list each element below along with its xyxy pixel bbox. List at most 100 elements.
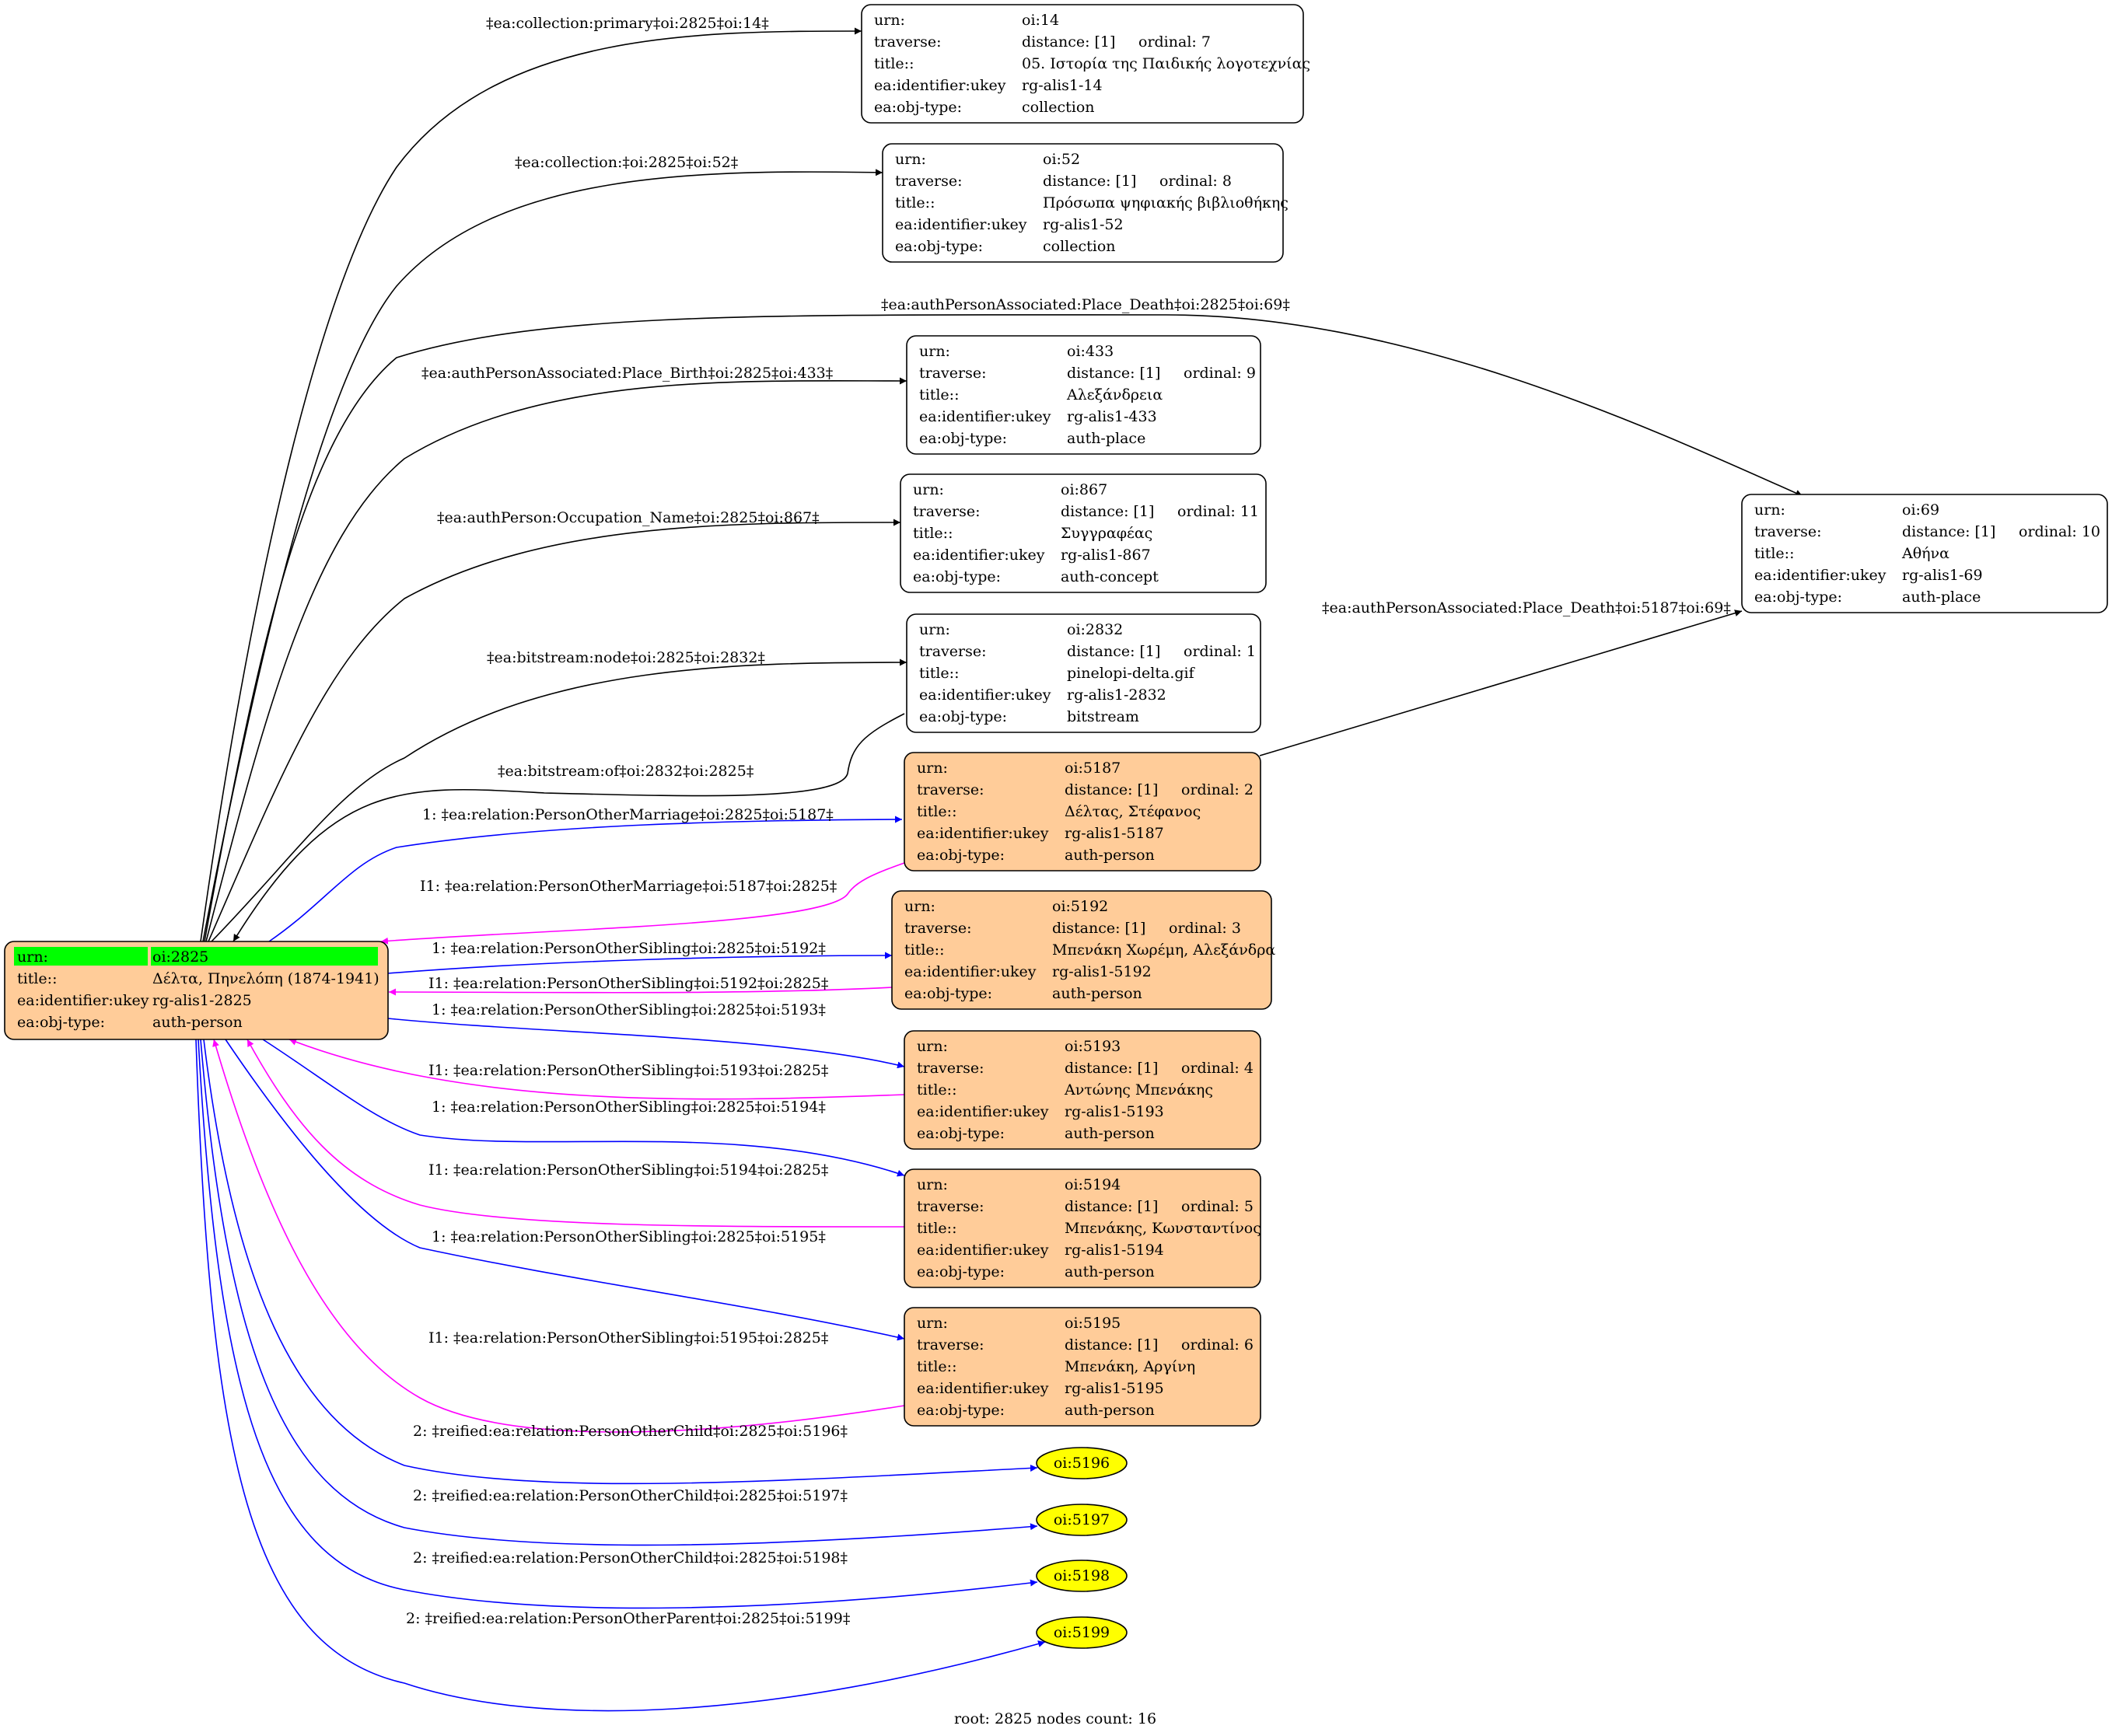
root-ukey-key: ea:identifier:ukey	[17, 992, 149, 1009]
root-title-key: title::	[17, 970, 57, 987]
record-ordinal-value: ordinal: 11	[1177, 503, 1259, 520]
record-field-key-traverse: traverse:	[913, 503, 981, 520]
ellipse-node-5198[interactable]: oi:5198	[1036, 1560, 1128, 1592]
edge-label: ‡ea:collection:‡oi:2825‡oi:52‡	[515, 154, 738, 171]
record-field-value-objtype: auth-person	[1065, 1263, 1155, 1280]
ellipse-node-label: oi:5198	[1054, 1567, 1110, 1584]
record-field-key-objtype: ea:obj-type:	[913, 568, 1001, 585]
record-field-key-traverse: traverse:	[917, 1336, 984, 1354]
record-node-box	[891, 890, 1272, 1010]
record-node-box	[1741, 494, 2108, 613]
record-field-value-title: Μπενάκη Χωρέμη, Αλεξάνδρα	[1052, 941, 1275, 959]
graph-footer: root: 2825 nodes count: 16	[954, 1710, 1156, 1727]
ellipse-node-shape	[1036, 1560, 1128, 1592]
record-field-key-urn: urn:	[917, 1176, 948, 1193]
record-field-key-objtype: ea:obj-type:	[874, 99, 962, 116]
record-field-key-title: title::	[895, 194, 935, 211]
record-field-key-traverse: traverse:	[917, 1060, 984, 1077]
edge-label: 2: ‡reified:ea:relation:PersonOtherParen…	[406, 1610, 850, 1627]
record-field-key-ukey: ea:identifier:ukey	[917, 1103, 1049, 1120]
edge-child-5198	[198, 1039, 1038, 1609]
root-title-value: Δέλτα, Πηνελόπη (1874-1941)	[152, 970, 379, 987]
record-node-box	[904, 1030, 1261, 1150]
record-field-value-urn: oi:52	[1043, 151, 1080, 168]
edge-label: 1: ‡ea:relation:PersonOtherSibling‡oi:28…	[432, 1001, 826, 1018]
record-field-key-ukey: ea:identifier:ukey	[917, 1380, 1049, 1397]
edge-marriage-inverse	[380, 862, 905, 945]
record-field-value-title: Συγγραφέας	[1061, 525, 1152, 542]
record-field-value-title: Μπενάκης, Κωνσταντίνος	[1065, 1220, 1261, 1237]
record-distance-value: distance: [1]	[1065, 781, 1158, 798]
record-field-value-ukey: rg-alis1-2832	[1067, 686, 1166, 704]
record-field-key-urn: urn:	[917, 1315, 948, 1332]
edge-label: ‡ea:authPersonAssociated:Place_Death‡oi:…	[1322, 599, 1731, 617]
record-ordinal-value: ordinal: 1	[1184, 643, 1256, 660]
edge-label: ‡ea:bitstream:node‡oi:2825‡oi:2832‡	[487, 649, 765, 666]
record-node-box	[861, 4, 1304, 124]
record-field-value-title: Αντώνης Μπενάκης	[1064, 1081, 1213, 1099]
record-field-key-objtype: ea:obj-type:	[1754, 589, 1842, 606]
ellipse-node-label: oi:5197	[1054, 1511, 1110, 1528]
record-field-value-urn: oi:433	[1067, 343, 1114, 360]
record-field-value-title: Δέλτας, Στέφανος	[1065, 803, 1201, 820]
root-objtype-value: auth-person	[152, 1014, 243, 1031]
edge-label: ‡ea:collection:primary‡oi:2825‡oi:14‡	[486, 15, 769, 32]
record-ordinal-value: ordinal: 3	[1169, 920, 1241, 937]
record-field-value-urn: oi:14	[1022, 12, 1059, 29]
root-urn-value: oi:2825	[152, 948, 208, 966]
record-field-key-traverse: traverse:	[919, 365, 987, 382]
record-node-box	[904, 1168, 1261, 1288]
root-node[interactable]: urn: oi:2825 title:: Δέλτα, Πηνελόπη (18…	[4, 941, 389, 1040]
record-field-value-ukey: rg-alis1-5187	[1065, 825, 1164, 842]
edge-sibling-5193-inverse	[288, 1039, 905, 1100]
record-field-value-ukey: rg-alis1-52	[1043, 216, 1124, 233]
record-field-value-urn: oi:5194	[1065, 1176, 1121, 1193]
ellipse-node-5197[interactable]: oi:5197	[1036, 1504, 1128, 1536]
record-field-key-title: title::	[904, 941, 944, 959]
root-ukey-value: rg-alis1-2825	[152, 992, 252, 1009]
record-field-key-urn: urn:	[917, 1038, 948, 1055]
edge-sibling-5192-inverse	[388, 987, 893, 996]
ellipse-node-label: oi:5199	[1054, 1624, 1110, 1641]
record-field-key-traverse: traverse:	[904, 920, 972, 937]
edge-label: 2: ‡reified:ea:relation:PersonOtherChild…	[413, 1549, 848, 1567]
record-field-key-ukey: ea:identifier:ukey	[913, 547, 1045, 564]
edge-label: I1: ‡ea:relation:PersonOtherMarriage‡oi:…	[420, 878, 837, 895]
record-ordinal-value: ordinal: 7	[1138, 33, 1211, 51]
record-distance-value: distance: [1]	[1902, 523, 1995, 540]
edge-sibling-5195-inverse	[212, 1039, 905, 1433]
edge-sibling-5195	[225, 1039, 905, 1341]
record-field-key-urn: urn:	[895, 151, 926, 168]
edge-child-5197	[200, 1039, 1038, 1546]
record-field-value-ukey: rg-alis1-867	[1061, 547, 1151, 564]
ellipse-node-shape	[1036, 1616, 1128, 1649]
ellipse-node-5199[interactable]: oi:5199	[1036, 1616, 1128, 1649]
record-field-key-objtype: ea:obj-type:	[917, 1263, 1005, 1280]
record-field-value-ukey: rg-alis1-433	[1067, 408, 1157, 425]
edge-bitstream-node	[211, 658, 907, 942]
record-node-box	[882, 143, 1284, 263]
record-field-value-ukey: rg-alis1-5195	[1065, 1380, 1164, 1397]
record-field-key-urn: urn:	[919, 343, 950, 360]
ellipse-node-5196[interactable]: oi:5196	[1036, 1447, 1128, 1479]
record-field-value-objtype: auth-person	[1065, 1125, 1155, 1142]
record-field-value-objtype: auth-place	[1067, 430, 1145, 447]
root-urn-value-highlight	[151, 947, 378, 966]
edge-sibling-5193	[387, 1018, 905, 1069]
record-field-value-urn: oi:5193	[1065, 1038, 1121, 1055]
record-field-value-ukey: rg-alis1-5193	[1065, 1103, 1164, 1120]
record-field-key-ukey: ea:identifier:ukey	[919, 686, 1051, 704]
record-field-value-title: Αθήνα	[1901, 545, 1949, 562]
